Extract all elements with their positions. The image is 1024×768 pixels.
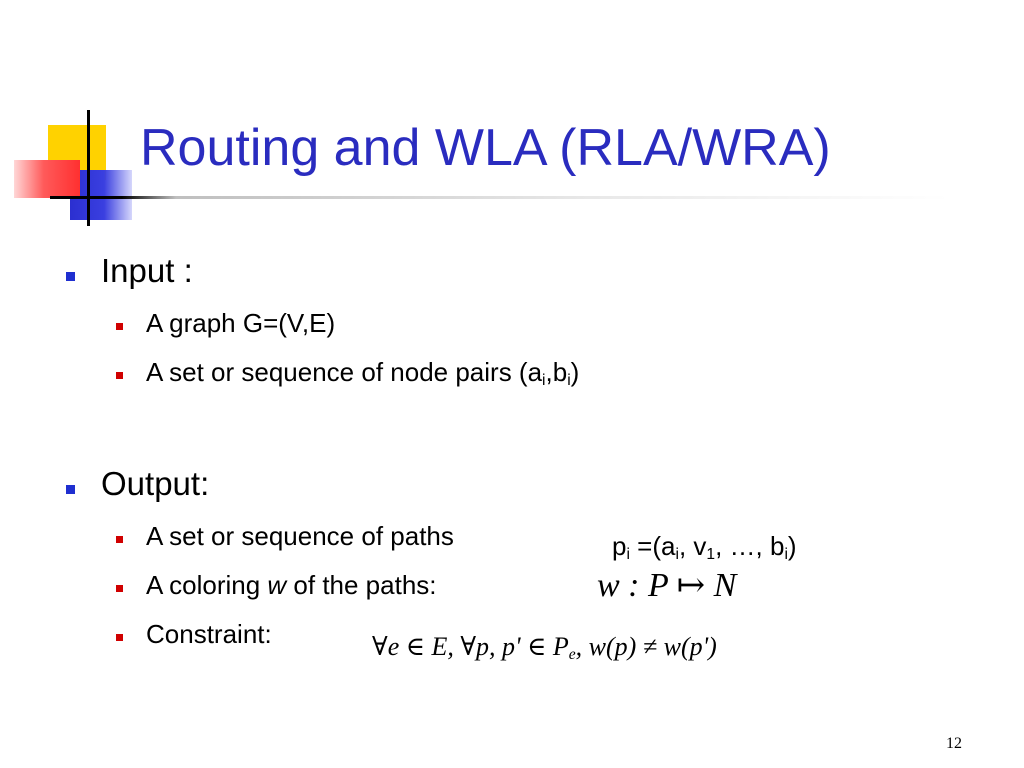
- output-item-coloring: A coloring w of the paths:: [146, 570, 437, 600]
- output-item-constraint: Constraint:: [146, 619, 272, 649]
- constraint-formula: ∀e ∈ E, ∀p, p' ∈ Pe, w(p) ≠ w(p'): [372, 632, 717, 663]
- logo-red-square: [14, 160, 80, 198]
- level1-bullet-icon: [66, 272, 75, 281]
- coloring-formula: w : P ↦ N: [597, 567, 737, 604]
- output-heading: Output:: [101, 465, 210, 502]
- level1-bullet-icon: [66, 485, 75, 494]
- level2-bullet-icon: [116, 585, 123, 592]
- level2-bullet-icon: [116, 323, 123, 330]
- level2-bullet-icon: [116, 536, 123, 543]
- input-item-node-pairs: A set or sequence of node pairs (ai,bi): [146, 357, 580, 389]
- slide-title: Routing and WLA (RLA/WRA): [140, 119, 831, 177]
- output-item-paths: A set or sequence of paths: [146, 521, 454, 551]
- title-underline: [50, 196, 950, 199]
- logo-blue-square: [70, 170, 132, 220]
- level2-bullet-icon: [116, 634, 123, 641]
- logo-vertical-line: [87, 110, 90, 226]
- slide-logo: [0, 0, 140, 240]
- input-item-graph: A graph G=(V,E): [146, 308, 336, 338]
- paths-formula: pi =(ai, v1, …, bi): [612, 531, 797, 563]
- input-heading: Input :: [101, 252, 193, 289]
- page-number: 12: [946, 735, 962, 752]
- level2-bullet-icon: [116, 372, 123, 379]
